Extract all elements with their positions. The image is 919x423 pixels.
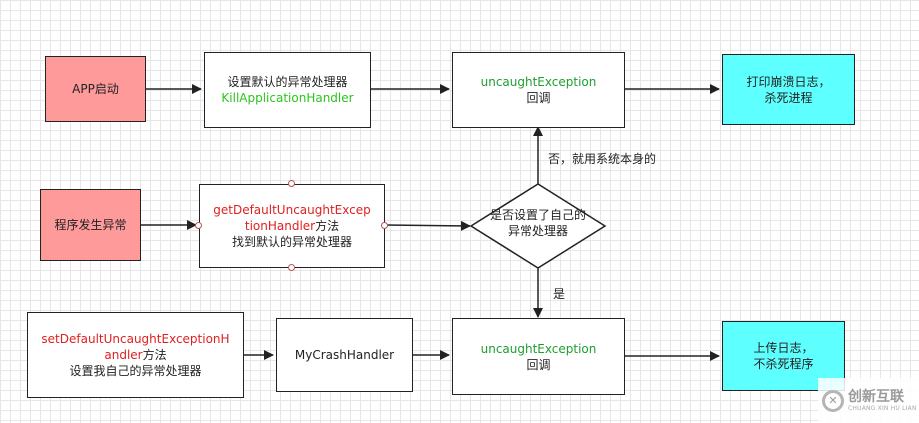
edge-label-no: 否，就用系统本身的 [548, 152, 657, 166]
brand-name-cn: 创新互联 [848, 388, 904, 405]
connection-handle-left[interactable] [195, 222, 202, 229]
get-default-method-line2-code: tionHandler [244, 219, 316, 233]
app-start-node[interactable]: APP启动 [45, 56, 146, 122]
set-default-handler-desc: 设置默认的异常处理器 [227, 75, 348, 89]
upload-log-line2: 不杀死程序 [753, 357, 814, 371]
exception-occurs-node[interactable]: 程序发生异常 [40, 189, 141, 261]
watermark-logo: ✕ 创新互联 CHUANG XIN HU LIAN [818, 378, 919, 423]
set-default-handler-node[interactable]: 设置默认的异常处理器 KillApplicationHandler [204, 52, 371, 128]
set-own-handler-node[interactable]: setDefaultUncaughtExceptionH andler方法 设置… [27, 312, 244, 398]
upload-log-line1: 上传日志， [753, 341, 814, 355]
uncaught-exception-bottom-desc: 回调 [526, 357, 551, 372]
my-crash-handler-node[interactable]: MyCrashHandler [276, 318, 413, 392]
get-default-method-desc: 找到默认的异常处理器 [231, 235, 352, 249]
brand-text: 创新互联 CHUANG XIN HU LIAN [848, 389, 917, 413]
get-default-handler-node[interactable]: getDefaultUncaughtExcep tionHandler方法 找到… [199, 184, 385, 268]
get-default-method-line1: getDefaultUncaughtExcep [213, 203, 371, 217]
uncaught-exception-top-name: uncaughtException [480, 75, 597, 89]
uncaught-exception-top-node[interactable]: uncaughtException 回调 [452, 52, 625, 128]
set-own-method-line2-code: andler [104, 348, 143, 362]
edge-label-yes: 是 [553, 287, 566, 301]
kill-application-handler-name: KillApplicationHandler [221, 91, 354, 105]
uncaught-exception-bottom-name: uncaughtException [480, 341, 597, 356]
connection-handle-right[interactable] [381, 222, 388, 229]
uncaught-exception-top-desc: 回调 [526, 91, 551, 105]
app-start-label: APP启动 [72, 82, 119, 96]
print-log-line1: 打印崩溃日志， [746, 74, 831, 89]
get-default-method-line2: tionHandler方法 [245, 218, 339, 234]
decision-diamond [469, 183, 607, 269]
connection-handle-top[interactable] [288, 180, 295, 187]
get-default-method-line2-text: 方法 [315, 219, 340, 233]
set-own-method-line2: andler方法 [104, 347, 166, 363]
decision-line2: 异常处理器 [507, 224, 568, 238]
edge-get-default-to-decision [384, 220, 471, 231]
set-own-method-desc: 设置我自己的异常处理器 [69, 364, 202, 378]
uncaught-exception-bottom-node[interactable]: uncaughtException 回调 [452, 318, 625, 395]
set-own-method-line2-text: 方法 [142, 348, 167, 362]
decision-label: 是否设置了自己的 异常处理器 [474, 207, 602, 239]
brand-name-en: CHUANG XIN HU LIAN [848, 404, 917, 412]
decision-line1: 是否设置了自己的 [489, 208, 586, 222]
exception-occurs-label: 程序发生异常 [54, 218, 127, 232]
brand-mark-icon: ✕ [822, 389, 844, 412]
set-own-method-line1: setDefaultUncaughtExceptionH [41, 332, 230, 346]
print-log-node[interactable]: 打印崩溃日志， 杀死进程 [722, 54, 855, 125]
my-crash-handler-label: MyCrashHandler [294, 348, 395, 362]
connection-handle-bottom[interactable] [288, 264, 295, 271]
print-log-line2: 杀死进程 [764, 90, 813, 105]
